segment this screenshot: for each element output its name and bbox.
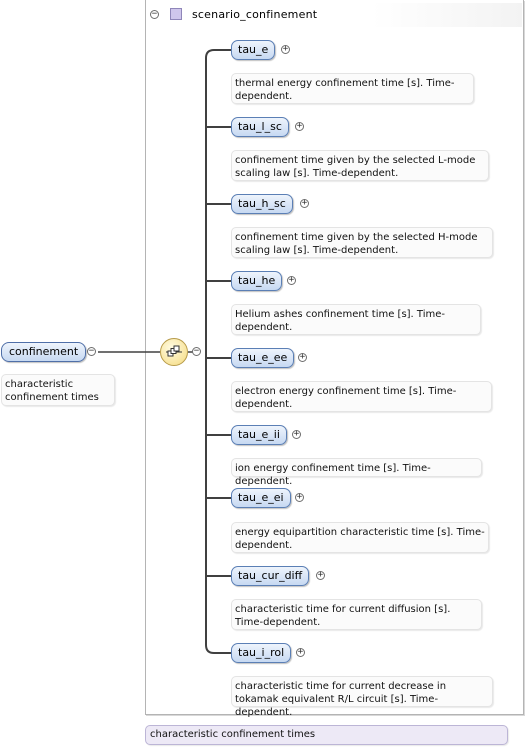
expand-tau-h-sc-icon[interactable]: + (300, 198, 309, 208)
element-tau-cur-diff[interactable]: tau_cur_diff (231, 566, 310, 586)
element-tau-l-sc[interactable]: tau_l_sc (231, 117, 289, 137)
expand-tau-he-icon[interactable]: + (287, 275, 296, 285)
collapse-confinement-icon[interactable]: − (87, 346, 96, 356)
expand-tau-cur-diff-icon[interactable]: + (316, 570, 325, 580)
doc-tau-i-rol: characteristic time for current decrease… (231, 676, 493, 718)
expand-tau-l-sc-icon[interactable]: + (295, 121, 304, 131)
element-tau-e-ei[interactable]: tau_e_ei (231, 488, 291, 508)
expand-tau-e-ee-icon[interactable]: + (298, 352, 307, 362)
doc-confinement: characteristic confinement times (1, 374, 115, 406)
doc-complex-type: characteristic confinement times (145, 725, 508, 745)
doc-tau-cur-diff: characteristic time for current diffusio… (231, 599, 482, 630)
complex-type-icon (170, 8, 182, 20)
sequence-compositor-icon[interactable] (160, 338, 188, 366)
doc-tau-e: thermal energy confinement time [s]. Tim… (231, 73, 474, 104)
doc-tau-he: Helium ashes confinement time [s]. Time-… (231, 304, 481, 335)
doc-tau-e-ii: ion energy confinement time [s]. Time-de… (231, 458, 482, 487)
element-tau-e-ee[interactable]: tau_e_ee (231, 348, 295, 368)
element-tau-e-ii[interactable]: tau_e_ii (231, 425, 287, 445)
expand-tau-e-ii-icon[interactable]: + (292, 429, 301, 439)
element-tau-e[interactable]: tau_e (231, 40, 276, 60)
expand-tau-e-icon[interactable]: + (281, 44, 290, 54)
collapse-type-icon[interactable]: − (150, 9, 159, 19)
expand-tau-i-rol-icon[interactable]: + (296, 647, 305, 657)
doc-tau-e-ei: energy equipartition characteristic time… (231, 522, 489, 553)
doc-tau-e-ee: electron energy confinement time [s]. Ti… (231, 381, 492, 412)
element-tau-h-sc[interactable]: tau_h_sc (231, 194, 293, 214)
collapse-sequence-icon[interactable]: − (192, 346, 201, 356)
complex-type-header (146, 3, 522, 27)
element-confinement[interactable]: confinement (1, 342, 87, 362)
expand-tau-e-ei-icon[interactable]: + (295, 492, 304, 502)
complex-type-name: scenario_confinement (192, 8, 318, 21)
doc-tau-h-sc: confinement time given by the selected H… (231, 227, 493, 258)
sequence-branch-line (205, 49, 231, 654)
doc-tau-l-sc: confinement time given by the selected L… (231, 150, 489, 181)
element-tau-i-rol[interactable]: tau_i_rol (231, 643, 292, 663)
element-tau-he[interactable]: tau_he (231, 271, 283, 291)
